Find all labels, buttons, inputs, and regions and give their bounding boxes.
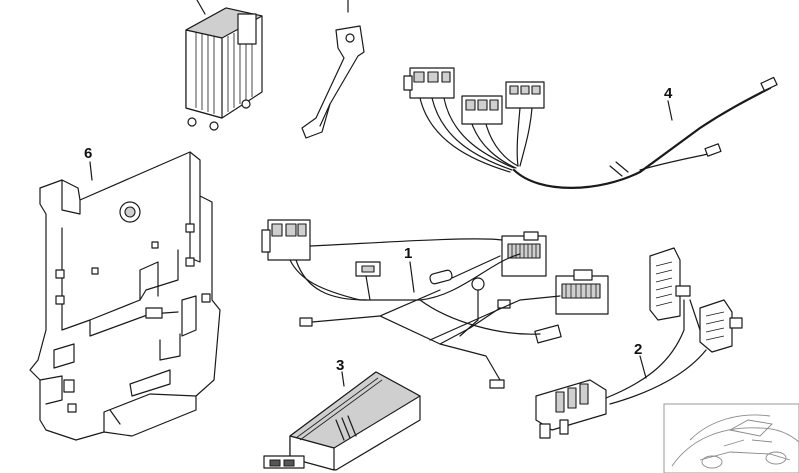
leader-line-6 [89, 161, 93, 181]
leader-line-1 [409, 261, 415, 293]
harness-inline-fuse[interactable] [429, 269, 453, 285]
harness-connector-b[interactable] [501, 231, 547, 277]
harness-connector-large[interactable] [261, 219, 311, 261]
side-wiring-harness[interactable] [535, 247, 743, 439]
vehicle-thumbnail [663, 403, 799, 473]
callout-label-6: 6 [84, 145, 92, 162]
amplifier-unit[interactable] [185, 0, 263, 131]
callout-label-3: 3 [336, 357, 344, 374]
leader-line-3 [341, 371, 345, 387]
connector-plug-c[interactable] [505, 81, 545, 109]
callout-label-4: 4 [664, 85, 673, 102]
control-module[interactable] [263, 371, 421, 471]
antenna-cable-assembly[interactable] [403, 67, 778, 189]
side-connector-plug[interactable] [535, 379, 607, 439]
mounting-strap[interactable] [301, 0, 365, 139]
connector-plug-a[interactable] [403, 67, 455, 99]
side-connector-bottom[interactable] [699, 299, 743, 353]
main-wiring-harness[interactable] [261, 219, 609, 389]
harness-connector-c[interactable] [555, 269, 609, 315]
connector-plug-b[interactable] [461, 95, 503, 125]
mounting-bracket[interactable] [29, 151, 221, 441]
harness-connector-small-a[interactable] [355, 261, 381, 277]
side-connector-top[interactable] [649, 247, 691, 321]
callout-label-1: 1 [404, 245, 412, 262]
leader-line-4 [667, 100, 673, 121]
ring-terminal[interactable] [471, 277, 485, 291]
harness-plug-bottom[interactable] [489, 379, 505, 389]
harness-plug-left[interactable] [299, 317, 313, 327]
callout-label-2: 2 [634, 341, 642, 358]
leader-line-2 [639, 355, 647, 379]
harness-connector-small-b[interactable] [534, 324, 562, 344]
